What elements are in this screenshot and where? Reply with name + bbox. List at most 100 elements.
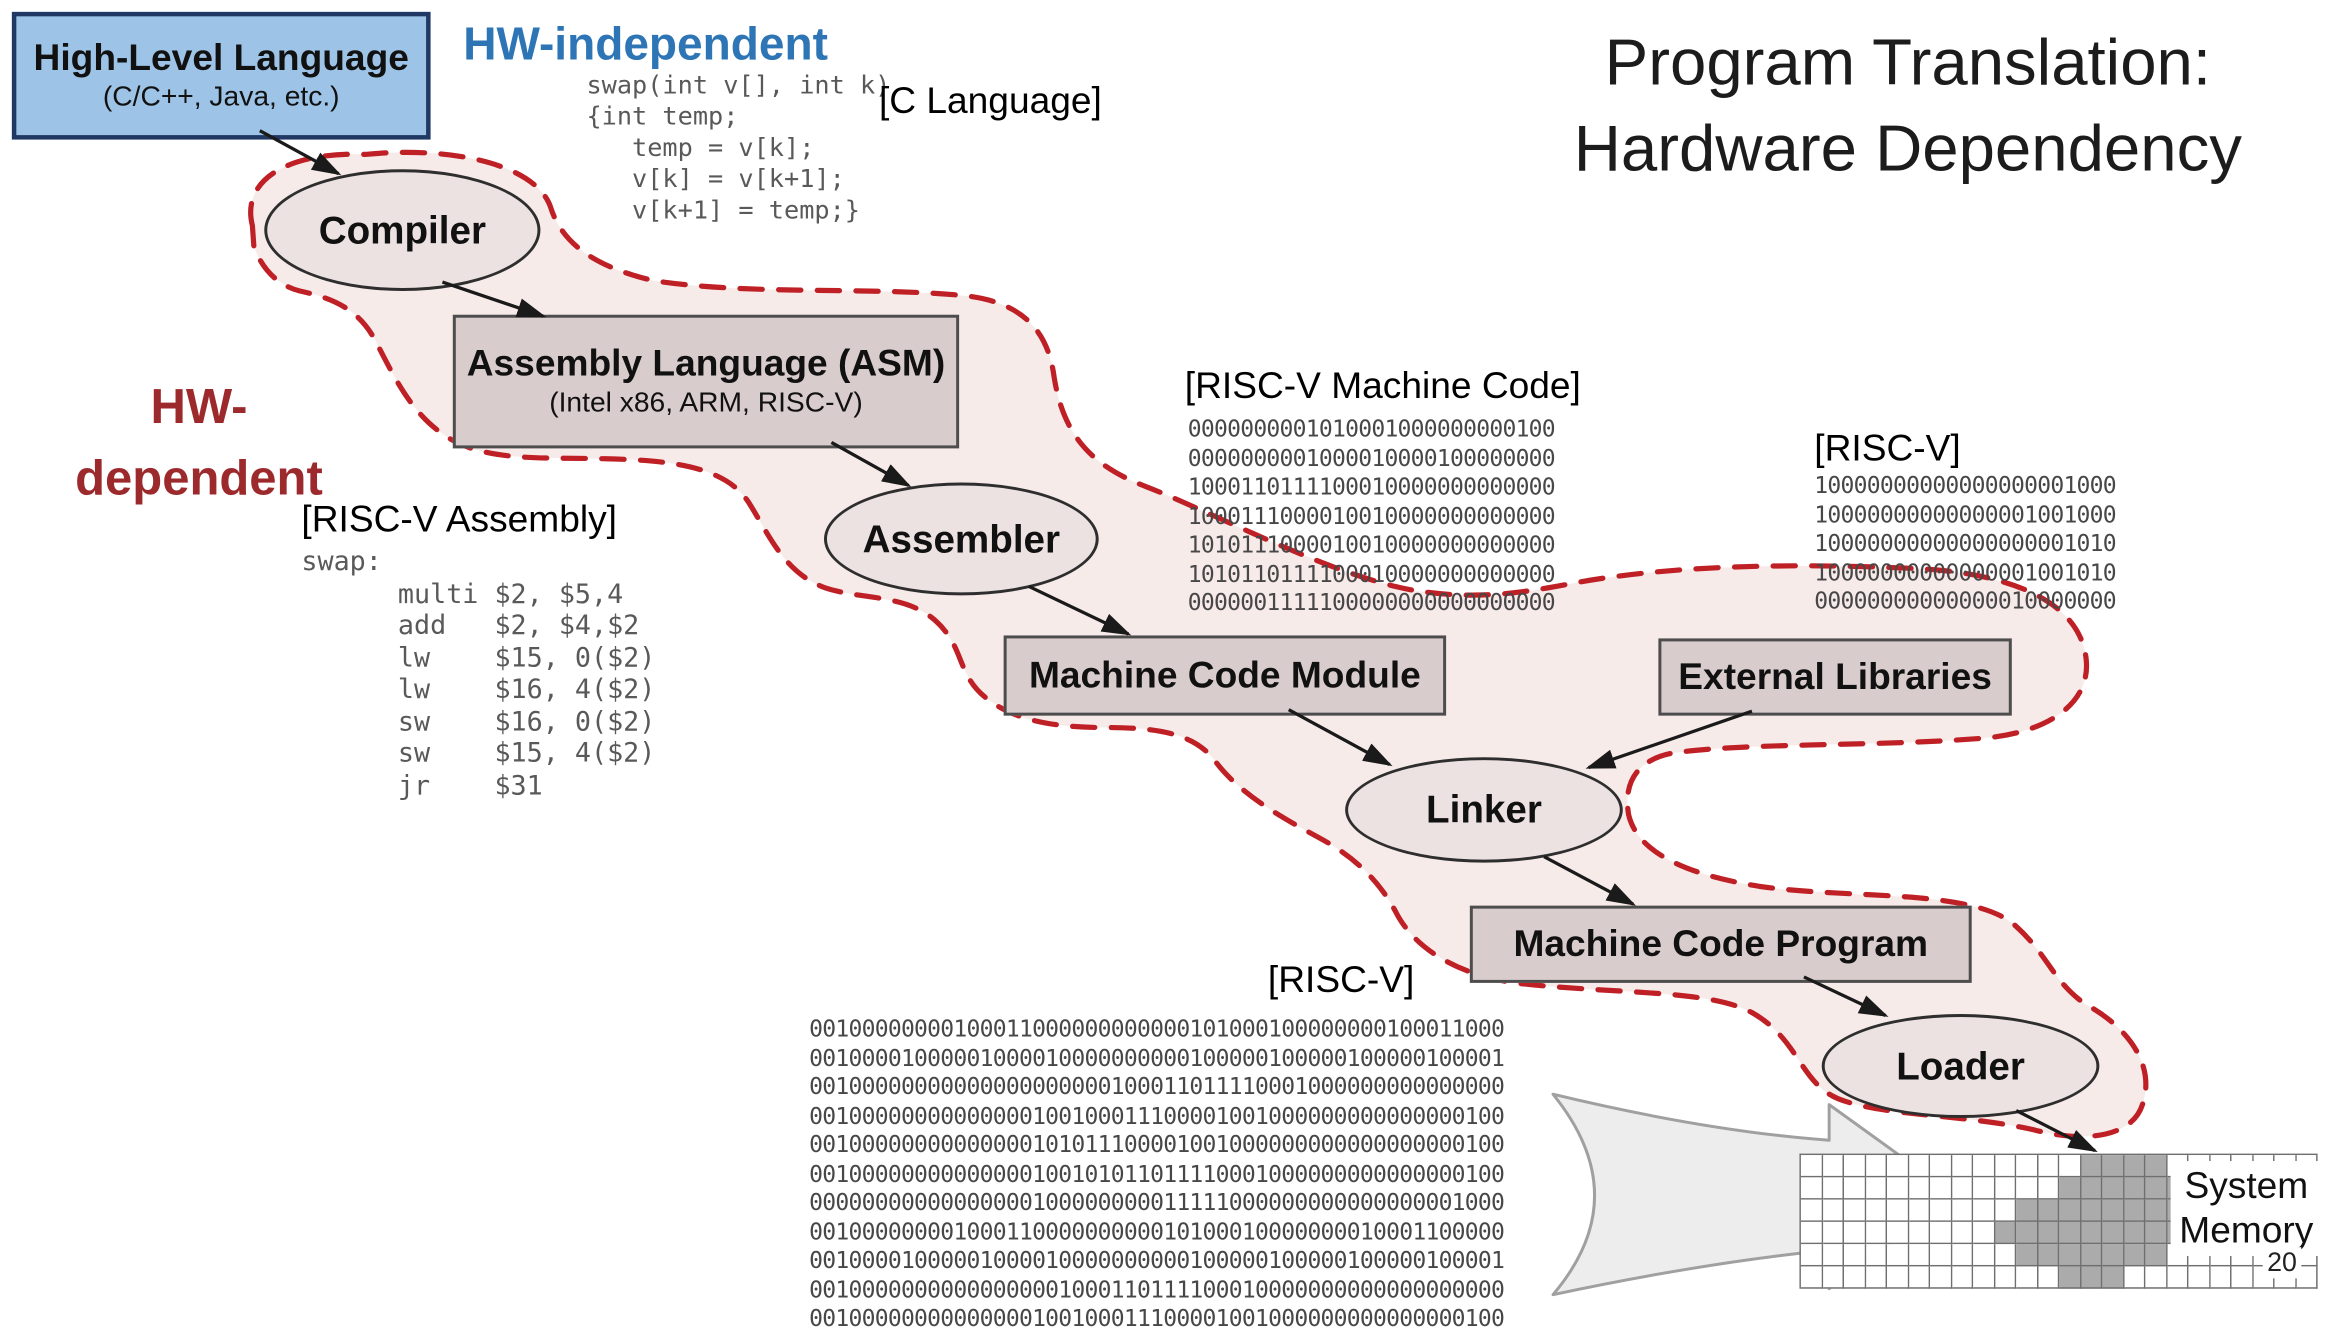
memory-cell: [1973, 1266, 1995, 1289]
node-linker: Linker: [1345, 757, 1623, 863]
memory-cell: [2016, 1199, 2038, 1222]
page-number: 20: [2262, 1247, 2302, 1279]
c-language-label: [C Language]: [878, 80, 1102, 122]
node-high-level-language: High-Level Language (C/C++, Java, etc.): [11, 11, 431, 140]
memory-cell: [1822, 1244, 1844, 1267]
memory-cell: [2059, 1244, 2081, 1267]
page-title: Program Translation: Hardware Dependency: [1485, 21, 2328, 193]
memory-cell: [2016, 1177, 2038, 1200]
memory-cell: [2145, 1221, 2167, 1245]
memory-cell: [1822, 1177, 1844, 1200]
node-assembly-language-subtitle: (Intel x86, ARM, RISC-V): [549, 387, 863, 419]
slide: Program Translation: Hardware Dependency…: [11, 11, 2328, 1332]
memory-cell: [2145, 1266, 2167, 1289]
memory-cell: [2166, 1266, 2189, 1289]
memory-cell: [1865, 1266, 1888, 1289]
memory-cell: [1951, 1199, 1974, 1222]
memory-cell: [1800, 1266, 1823, 1289]
memory-cell: [2037, 1244, 2060, 1267]
memory-cell: [2080, 1199, 2103, 1222]
memory-cell: [2145, 1155, 2167, 1178]
memory-cell: [1994, 1244, 2017, 1267]
memory-cell: [2123, 1155, 2146, 1178]
memory-cell: [1843, 1244, 1866, 1267]
node-assembler: Assembler: [824, 482, 1099, 596]
memory-cell: [2231, 1266, 2254, 1289]
arrow-loader-to-memory: [2015, 1109, 2098, 1153]
memory-cell: [2059, 1177, 2081, 1200]
riscv-machine-code-label: [RISC-V Machine Code]: [1184, 365, 1581, 407]
memory-cell: [1908, 1199, 1931, 1222]
memory-cell: [2080, 1266, 2103, 1289]
memory-cell: [2037, 1266, 2060, 1289]
memory-cell: [1930, 1266, 1952, 1289]
memory-cell: [2145, 1199, 2167, 1222]
memory-cell: [1994, 1266, 2017, 1289]
memory-cell: [1930, 1177, 1952, 1200]
memory-cell: [1951, 1244, 1974, 1267]
memory-cell: [2188, 1266, 2210, 1289]
memory-cell: [2016, 1244, 2038, 1267]
memory-cell: [2102, 1155, 2124, 1178]
hw-independent-label: HW-independent: [463, 17, 828, 70]
memory-cell: [1930, 1155, 1952, 1178]
memory-cell: [1822, 1266, 1844, 1289]
memory-cell: [1930, 1221, 1952, 1245]
arrow-compiler-to-assembly: [441, 280, 547, 318]
memory-cell: [2123, 1266, 2146, 1289]
arrow-assembler-to-module: [1028, 584, 1132, 636]
memory-cell: [2016, 1266, 2038, 1289]
memory-cell: [2102, 1266, 2124, 1289]
page-title-line1: Program Translation:: [1604, 26, 2212, 100]
memory-cell: [2037, 1199, 2060, 1222]
memory-cell: [2123, 1221, 2146, 1245]
memory-cell: [2102, 1199, 2124, 1222]
memory-cell: [2037, 1221, 2060, 1245]
node-loader: Loader: [1821, 1014, 2100, 1118]
memory-cell: [1887, 1199, 1909, 1222]
memory-cell: [1800, 1155, 1823, 1178]
memory-cell: [2016, 1155, 2038, 1178]
node-external-libraries-label: External Libraries: [1678, 655, 1992, 698]
memory-cell: [1865, 1244, 1888, 1267]
memory-cell: [2145, 1177, 2167, 1200]
memory-cell: [2016, 1221, 2038, 1245]
memory-cell: [1930, 1244, 1952, 1267]
memory-cell: [1887, 1155, 1909, 1178]
node-machine-code-program-label: Machine Code Program: [1513, 922, 1929, 965]
memory-cell: [1973, 1177, 1995, 1200]
memory-cell: [1951, 1221, 1974, 1245]
node-assembly-language-title: Assembly Language (ASM): [466, 342, 946, 385]
memory-cell: [1908, 1244, 1931, 1267]
memory-cell: [1843, 1177, 1866, 1200]
memory-cell: [2037, 1177, 2060, 1200]
memory-cell: [1973, 1155, 1995, 1178]
system-memory-label-line2: Memory: [2179, 1210, 2314, 1252]
riscv-bottom-label: [RISC-V]: [1267, 959, 1415, 1001]
memory-cell: [1822, 1221, 1844, 1245]
memory-cell: [1865, 1155, 1888, 1178]
memory-cell: [1973, 1199, 1995, 1222]
memory-cell: [2080, 1244, 2103, 1267]
riscv-machine-code-snippet: 0000000001010001000000000100 00000000010…: [1187, 415, 1556, 617]
memory-cell: [1800, 1244, 1823, 1267]
memory-cell: [1865, 1199, 1888, 1222]
memory-cell: [1994, 1221, 2017, 1245]
memory-cell: [1994, 1177, 2017, 1200]
memory-cell: [1822, 1199, 1844, 1222]
memory-cell: [1994, 1199, 2017, 1222]
memory-cell: [1908, 1177, 1931, 1200]
node-high-level-language-subtitle: (C/C++, Java, etc.): [102, 81, 340, 113]
memory-cell: [1908, 1221, 1931, 1245]
memory-cell: [1930, 1199, 1952, 1222]
riscv-right-snippet: 10000000000000000001000 1000000000000000…: [1814, 472, 2116, 615]
memory-cell: [1843, 1221, 1866, 1245]
page-title-line2: Hardware Dependency: [1573, 112, 2242, 186]
memory-cell: [2080, 1177, 2103, 1200]
memory-cell: [1822, 1155, 1844, 1178]
memory-cell: [2037, 1155, 2060, 1178]
system-memory-label: System Memory: [2170, 1161, 2323, 1257]
arrow-assembly-to-assembler: [830, 441, 912, 488]
memory-cell: [1887, 1244, 1909, 1267]
arrow-libraries-to-linker: [1585, 709, 1753, 770]
